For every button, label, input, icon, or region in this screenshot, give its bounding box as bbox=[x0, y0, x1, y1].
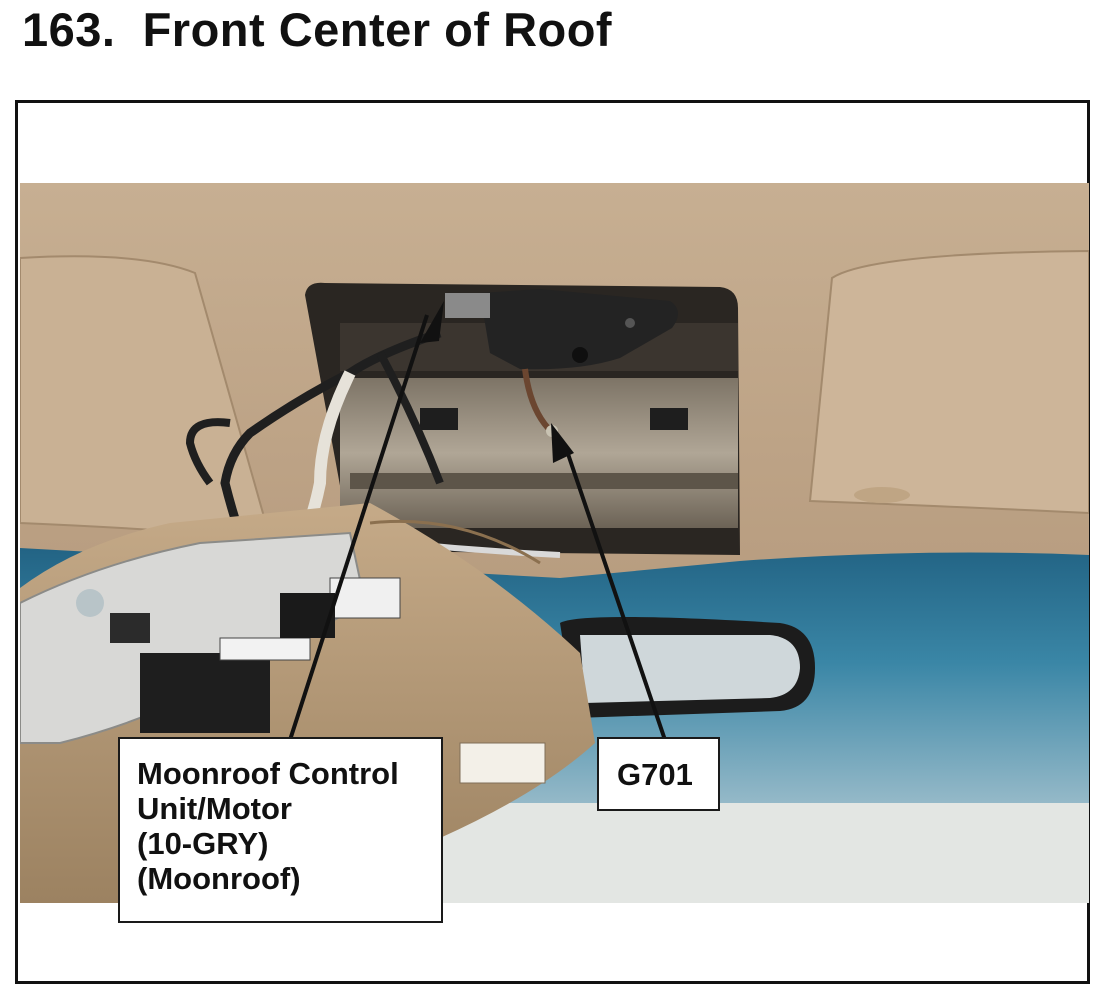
sun-visor-right bbox=[808, 249, 1089, 515]
g701-leader-line bbox=[564, 447, 667, 741]
page-title: 163. Front Center of Roof bbox=[22, 3, 613, 56]
callout-line-4: (Moonroof) bbox=[137, 861, 301, 896]
g701-callout: G701 bbox=[597, 737, 720, 811]
ground-wire bbox=[522, 368, 551, 431]
callout-line-1: Moonroof Control bbox=[137, 756, 399, 791]
callout-arrows bbox=[288, 301, 667, 741]
moonroof-unit-leader-line bbox=[288, 314, 429, 741]
moonroof-control-unit-callout: Moonroof Control Unit/Motor (10-GRY) (Mo… bbox=[118, 737, 443, 923]
callout-line-2: Unit/Motor bbox=[137, 791, 292, 826]
g701-arrowhead bbox=[551, 423, 574, 463]
moonroof-unit-bracket bbox=[480, 289, 679, 370]
moonroof-unit-arrowhead bbox=[420, 301, 444, 343]
console-electronics bbox=[140, 653, 270, 733]
callout-line-3: (10-GRY) bbox=[137, 826, 269, 861]
wire-harness bbox=[220, 328, 442, 565]
